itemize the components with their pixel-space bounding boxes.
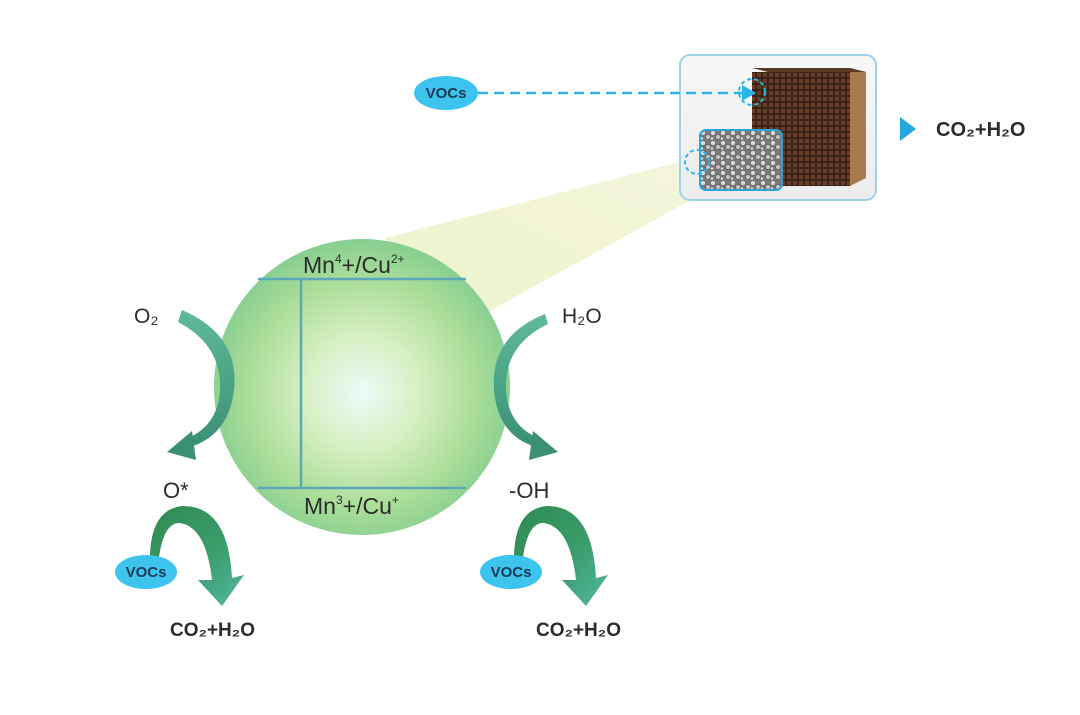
voc-input-arrowhead bbox=[742, 85, 756, 101]
o2-label: O₂ bbox=[134, 305, 159, 328]
honeycomb-top-face bbox=[752, 68, 866, 72]
oh-label: -OH bbox=[509, 478, 549, 503]
honeycomb-side-face bbox=[850, 68, 866, 186]
foam-inset bbox=[699, 129, 783, 191]
voc-pill-left-text: VOCs bbox=[126, 564, 167, 581]
right-curved-arrowhead bbox=[529, 431, 558, 460]
voc-pill-top bbox=[414, 76, 478, 110]
o-star-label: O* bbox=[163, 478, 189, 503]
redox-top-label: Mn4+/Cu2+ bbox=[303, 252, 405, 278]
left-product-label: CO₂+H₂O bbox=[170, 620, 255, 641]
left-curved-arrowhead bbox=[167, 431, 196, 460]
voc-pill-right-text: VOCs bbox=[491, 564, 532, 581]
left-oxidation-arrow bbox=[149, 505, 244, 606]
output-product-label: CO₂+H₂O bbox=[936, 119, 1025, 141]
catalyst-sphere bbox=[214, 239, 510, 535]
voc-pill-top-text: VOCs bbox=[426, 85, 467, 102]
output-arrowhead-icon bbox=[900, 117, 916, 141]
left-curved-arrow bbox=[178, 310, 235, 448]
rotation-icon-inset bbox=[684, 149, 710, 175]
h2o-label: H₂O bbox=[562, 305, 602, 328]
catalyst-module bbox=[679, 54, 877, 201]
rotation-icon-top bbox=[738, 78, 766, 106]
voc-pill-right bbox=[480, 555, 542, 589]
right-oxidation-arrow bbox=[513, 505, 608, 606]
right-curved-arrow bbox=[493, 314, 548, 448]
right-product-label: CO₂+H₂O bbox=[536, 620, 621, 641]
voc-pill-left bbox=[115, 555, 177, 589]
redox-bottom-label: Mn3+/Cu+ bbox=[304, 493, 399, 519]
